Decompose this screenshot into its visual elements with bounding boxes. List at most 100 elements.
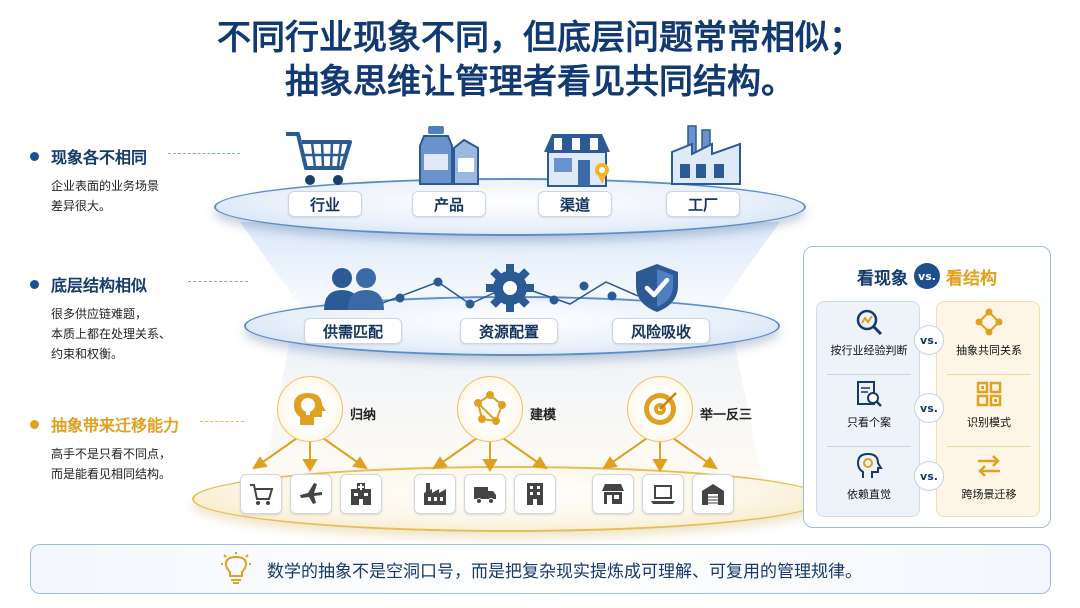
document-search-icon — [857, 381, 882, 407]
cart-icon — [250, 484, 274, 505]
shopping-cart-icon — [286, 132, 352, 185]
head-lightbulb-icon — [294, 393, 326, 425]
page-title: 不同行业现象不同，但底层问题常常相似； 抽象思维让管理者看见共同结构。 — [0, 16, 1080, 104]
airplane-icon — [300, 483, 322, 504]
phenomenon-factory: 工厂 — [666, 191, 740, 217]
network-connections — [379, 277, 639, 309]
people-icon — [324, 268, 384, 310]
scenario-box — [290, 474, 332, 514]
ability-arrows — [252, 435, 718, 472]
storefront-icon — [544, 134, 610, 187]
scenario-box — [514, 474, 556, 514]
vs-marker: vs. — [914, 325, 944, 355]
compare-right-label: 跨场景迁移 — [961, 488, 1017, 501]
laptop-icon — [651, 485, 675, 504]
target-icon — [644, 392, 677, 425]
level-ability-label: 抽象带来迁移能力 高手不是只看不同点， 而是能看见相同结构。 — [30, 412, 250, 484]
bullet-dot — [30, 419, 39, 429]
scenario-box — [642, 474, 684, 514]
phenomenon-channel: 渠道 — [538, 191, 612, 217]
structure-column: 抽象共同关系 识别模式 跨场景迁移 — [936, 301, 1040, 517]
level-desc: 本质上都在处理关系、 — [51, 327, 172, 341]
model-network-icon — [474, 391, 506, 425]
level-heading: 现象各不相同 — [51, 148, 148, 167]
scenario-box — [692, 474, 734, 514]
title-line-2: 抽象思维让管理者看见共同结构。 — [285, 62, 795, 102]
skill-label-induction: 归纳 — [350, 408, 377, 423]
row-divider — [947, 446, 1031, 447]
scenario-box — [464, 474, 506, 514]
compare-left-label: 依赖直觉 — [847, 488, 891, 501]
building-icon — [527, 483, 543, 505]
nodes-icon — [975, 308, 1003, 336]
truck-icon — [474, 487, 496, 504]
skill-modeling-badge — [457, 376, 523, 442]
level-desc: 差异很大。 — [51, 199, 112, 213]
phenomenon-product: 产品 — [412, 191, 486, 217]
phenomenon-industry: 行业 — [288, 191, 362, 217]
level-desc: 高手不是只看不同点， — [51, 447, 172, 461]
summary-banner: 数学的抽象不是空洞口号，而是把复杂现实提炼成可理解、可复用的管理规律。 — [30, 544, 1051, 594]
connector-dash — [200, 421, 244, 422]
level-desc: 很多供应链难题， — [51, 307, 148, 321]
skill-label-transfer: 举一反三 — [700, 408, 753, 423]
level-phenomena-label: 现象各不相同 企业表面的业务场景 差异很大。 — [30, 144, 250, 216]
shield-check-icon — [636, 264, 678, 312]
bullet-dot — [30, 279, 39, 289]
structure-supply-demand: 供需匹配 — [304, 318, 403, 344]
connector-dash — [188, 281, 248, 282]
compare-left-label: 只看个案 — [847, 416, 891, 429]
magnifier-chart-icon — [856, 309, 883, 336]
compare-cell: 识别模式 — [937, 374, 1041, 446]
structure-resource-allocation: 资源配置 — [460, 318, 559, 344]
scenario-box — [240, 474, 282, 514]
level-desc: 而是能看见相同结构。 — [51, 467, 172, 481]
vs-marker: vs. — [914, 461, 944, 491]
bullet-dot — [30, 151, 39, 161]
row-divider — [827, 374, 911, 375]
scenario-box — [592, 474, 634, 514]
hospital-icon — [351, 483, 371, 505]
row-divider — [947, 374, 1031, 375]
skill-induction-badge — [277, 376, 343, 442]
compare-cell: 跨场景迁移 — [937, 446, 1041, 518]
comparison-title: 看现象 vs. 看结构 — [804, 263, 1050, 289]
vs-marker: vs. — [914, 393, 944, 423]
comparison-title-right: 看结构 — [946, 268, 997, 289]
scenario-box — [340, 474, 382, 514]
phenomenon-column: 按行业经验判断 只看个案 依赖直觉 — [816, 301, 920, 517]
lightbulb-icon — [221, 552, 251, 584]
level-heading: 底层结构相似 — [51, 276, 148, 295]
vs-badge: vs. — [914, 263, 940, 289]
compare-right-label: 抽象共同关系 — [956, 344, 1022, 357]
compare-left-label: 按行业经验判断 — [830, 344, 908, 357]
skill-transfer-badge — [627, 376, 693, 442]
swap-arrows-icon — [978, 455, 1000, 477]
skill-label-modeling: 建模 — [530, 408, 557, 423]
milk-products-icon — [419, 126, 479, 185]
level-structure-label: 底层结构相似 很多供应链难题， 本质上都在处理关系、 约束和权衡。 — [30, 272, 250, 364]
store-small-icon — [602, 484, 624, 504]
connector-dash — [168, 153, 240, 154]
gear-icon — [486, 264, 534, 312]
scenario-box — [414, 474, 456, 514]
structure-risk-absorption: 风险吸收 — [612, 318, 711, 344]
warehouse-icon — [702, 484, 724, 505]
head-bulb-icon — [856, 452, 883, 478]
compare-right-label: 识别模式 — [967, 416, 1011, 429]
summary-text: 数学的抽象不是空洞口号，而是把复杂现实提炼成可理解、可复用的管理规律。 — [267, 561, 862, 582]
compare-cell: 只看个案 — [817, 374, 921, 446]
comparison-panel: 看现象 vs. 看结构 按行业经验判断 只看个案 依赖直觉 抽象共同关系 识别模… — [803, 246, 1051, 528]
level-desc: 约束和权衡。 — [51, 347, 124, 361]
level-desc: 企业表面的业务场景 — [51, 179, 160, 193]
factory-icon — [671, 125, 741, 185]
compare-cell: 按行业经验判断 — [817, 302, 921, 374]
pattern-grid-icon — [976, 381, 1002, 407]
compare-cell: 依赖直觉 — [817, 446, 921, 518]
comparison-title-left: 看现象 — [857, 268, 908, 289]
title-line-1: 不同行业现象不同，但底层问题常常相似； — [217, 18, 863, 58]
compare-cell: 抽象共同关系 — [937, 302, 1041, 374]
factory-small-icon — [424, 483, 446, 505]
row-divider — [827, 446, 911, 447]
level-heading: 抽象带来迁移能力 — [51, 416, 180, 435]
